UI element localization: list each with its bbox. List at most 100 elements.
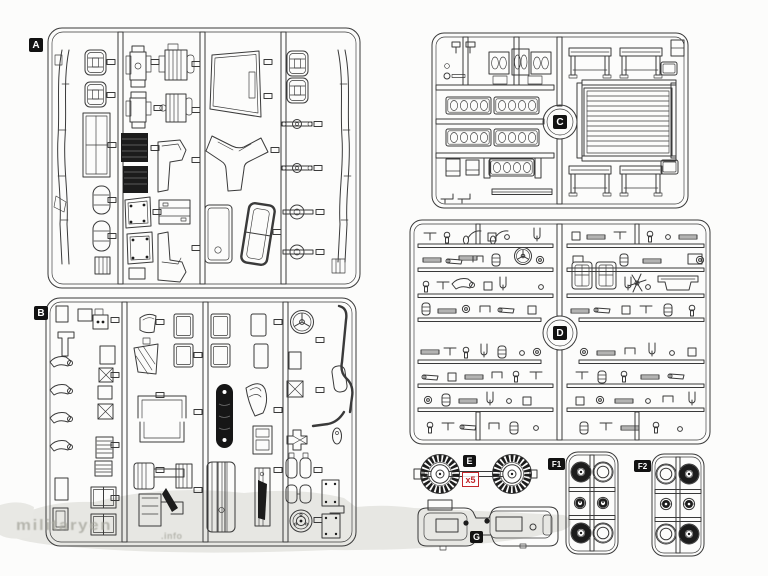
cross-part: [286, 429, 308, 451]
fuel-tank-part: [92, 185, 111, 252]
watermark-domain-suffix: .info: [161, 531, 183, 541]
door-part: [173, 343, 194, 368]
wheel-part: [679, 464, 699, 484]
door-pocket-part: [52, 507, 69, 531]
door-part: [250, 313, 267, 337]
bench-part: [493, 128, 540, 147]
oval-part: [332, 427, 342, 445]
radiator-part: [84, 81, 107, 108]
door-part: [173, 313, 194, 339]
window-part: [435, 518, 459, 533]
steering-wheel-part: [290, 310, 314, 334]
panel-part: [124, 196, 152, 229]
x-brace-part: [98, 367, 114, 383]
transmission-part: [158, 43, 195, 81]
seat-shell-part: [245, 383, 268, 417]
tank-pair-part: [285, 484, 312, 504]
cargo-floor-part: [583, 87, 673, 157]
sprue-d: [409, 219, 711, 445]
small-plate-part: [660, 39, 685, 175]
hub-part: [682, 497, 696, 511]
bench-part: [493, 96, 540, 115]
canvas-corner-part: [139, 313, 157, 334]
hub-part: [659, 497, 673, 511]
leaf-spring-part: [216, 384, 233, 448]
tank-pair-part: [285, 452, 312, 479]
sprue-f1-label: F1: [548, 458, 565, 470]
thin-bar-part: [491, 188, 553, 195]
chassis-rail-part: [331, 49, 352, 274]
engine-half-part: [125, 45, 152, 88]
sprue-c-label: C: [553, 115, 567, 129]
window-frame-part: [90, 513, 117, 536]
cab-rear-panel-part: [209, 50, 262, 118]
bench-part: [445, 128, 492, 147]
bench-frame-part: [619, 165, 663, 197]
bench-frame-part: [568, 165, 612, 197]
radiator-part: [286, 50, 309, 77]
watermark-text: militaryen: [16, 517, 113, 534]
wheel-rim-part: [592, 461, 614, 483]
wheel-part: [571, 523, 591, 543]
box-part: [99, 345, 116, 365]
box-part: [97, 385, 113, 400]
engine-half-part: [125, 91, 152, 129]
axle-wheel-part: [282, 244, 314, 260]
bench-frame-part: [619, 47, 663, 79]
sprue-g: [417, 499, 559, 551]
steering-wheel-part: [514, 247, 532, 265]
sprue-b-label: B: [34, 306, 48, 320]
louver-part: [95, 436, 114, 459]
fan-part: [627, 273, 647, 293]
suspension-arm-part: [49, 356, 73, 368]
radiator-frame-part: [82, 112, 111, 178]
transmission-part: [159, 93, 193, 123]
tire-part: [493, 455, 532, 494]
wheel-part: [571, 462, 591, 482]
sprue-c: [431, 32, 689, 209]
bumper-part: [657, 275, 699, 291]
pulley-part: [289, 509, 313, 533]
sprue-e-label: E: [463, 455, 476, 467]
box-part: [92, 308, 109, 330]
axle-rod-part: [443, 63, 466, 80]
sprue-g-label: G: [470, 531, 483, 543]
c-bracket-part: [329, 505, 345, 514]
sprue-f2-label: F2: [634, 460, 651, 472]
axle-wheel-part: [282, 204, 314, 220]
panel-part: [126, 231, 154, 265]
hub-part: [596, 496, 610, 510]
bench-part: [483, 157, 542, 179]
sprue-b: [45, 297, 357, 547]
running-board-part: [158, 199, 191, 225]
suspension-arm-part: [49, 440, 73, 452]
bracket-part: [57, 331, 75, 357]
bridge-rail-part: [139, 421, 185, 443]
lever-cluster-part: [254, 467, 271, 527]
box-part: [288, 351, 302, 370]
gearbox-cluster-part: [133, 462, 193, 527]
door-part: [210, 343, 231, 368]
sprue-f2: [651, 453, 705, 557]
window-part: [495, 516, 523, 532]
hub-part: [573, 496, 587, 510]
x-brace-part: [286, 380, 304, 398]
plate-part: [687, 253, 703, 265]
wheel-rim-part: [592, 522, 614, 544]
plank-part: [204, 204, 233, 264]
plate-part: [321, 513, 341, 539]
bench-frame-part: [568, 47, 612, 79]
mirror-part: [462, 230, 509, 245]
sprue-a: [47, 27, 361, 289]
door-part: [253, 343, 269, 369]
engine-grille-part: [121, 133, 148, 162]
seat-frame-part: [571, 261, 617, 290]
door-part: [210, 313, 231, 339]
striped-wedge-part: [133, 337, 159, 375]
box-part: [252, 425, 273, 455]
wheel-rim-part: [655, 523, 677, 545]
radiator-part: [84, 49, 107, 76]
wheel-rim-part: [655, 463, 677, 485]
